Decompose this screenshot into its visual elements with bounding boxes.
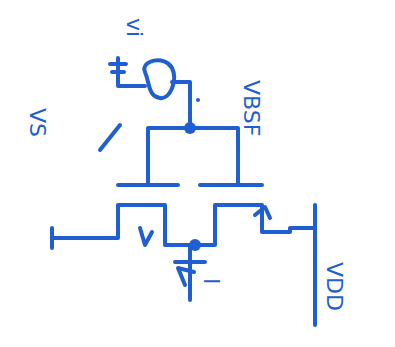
arrowhead bbox=[255, 207, 270, 218]
junction-dot bbox=[184, 122, 196, 134]
current-source bbox=[175, 245, 205, 300]
supply-label: VDD bbox=[323, 262, 345, 311]
arrow-line bbox=[100, 125, 120, 150]
signal-label: vi bbox=[123, 18, 145, 37]
wire bbox=[148, 128, 238, 185]
junction-dot bbox=[189, 239, 201, 251]
gate-plate bbox=[118, 183, 262, 187]
ground-symbol bbox=[52, 228, 60, 248]
supply-rail bbox=[313, 205, 317, 325]
ground-symbol bbox=[110, 58, 145, 86]
source-label: VS bbox=[26, 108, 48, 137]
transistor-body bbox=[60, 205, 315, 245]
bias-label: VBSF bbox=[240, 80, 262, 136]
arrowhead bbox=[140, 228, 152, 245]
wire bbox=[172, 82, 190, 128]
dot bbox=[196, 98, 200, 102]
current-label: I bbox=[200, 278, 222, 285]
source-circle bbox=[144, 60, 174, 98]
